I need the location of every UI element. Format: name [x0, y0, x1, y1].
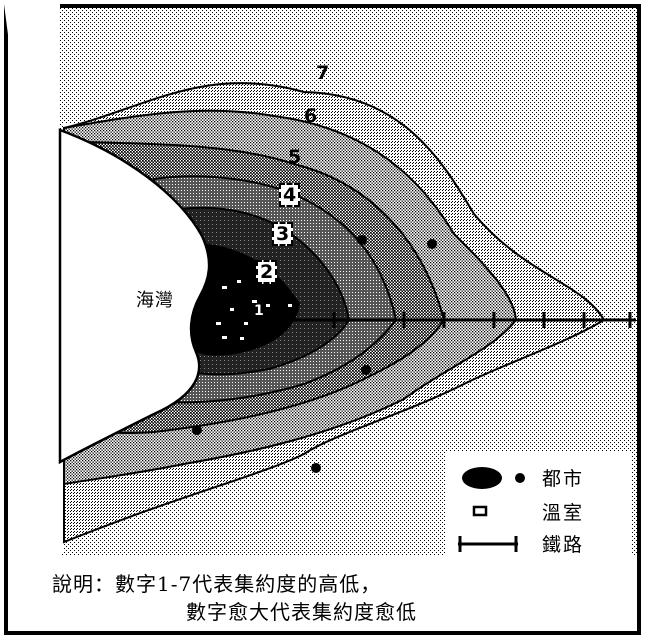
legend-label-greenhouse: 溫室	[542, 502, 585, 524]
zone-number-1: 1	[254, 303, 264, 319]
zone-number-2: 2	[256, 260, 278, 284]
zone-number-3: 3	[272, 222, 294, 246]
caption-line-1: 說明：數字1-7代表集約度的高低，	[52, 572, 382, 596]
land-use-map	[4, 4, 637, 556]
greenhouse-markers	[216, 280, 292, 340]
legend-row-city: 都市	[446, 460, 632, 492]
coastline	[58, 128, 211, 465]
bay-label: 海灣	[136, 290, 174, 311]
legend-row-greenhouse: 溫室	[446, 494, 632, 526]
legend-row-railway: 鐵路	[446, 526, 632, 558]
railway	[294, 312, 636, 328]
zone-number-4: 4	[279, 183, 301, 207]
city-markers	[192, 235, 437, 473]
zone-number-5: 5	[288, 146, 302, 168]
city-icon	[462, 467, 525, 489]
zone-number-7: 7	[316, 62, 330, 84]
legend-label-city: 都市	[542, 468, 585, 490]
legend-label-railway: 鐵路	[542, 534, 585, 556]
zone-1	[187, 242, 301, 356]
greenhouse-icon	[472, 505, 488, 517]
zone-number-6: 6	[304, 105, 318, 127]
caption-line-2: 數字愈大代表集約度愈低	[186, 600, 417, 624]
railway-icon	[458, 536, 518, 552]
legend: 都市 溫室 鐵路	[446, 452, 632, 562]
